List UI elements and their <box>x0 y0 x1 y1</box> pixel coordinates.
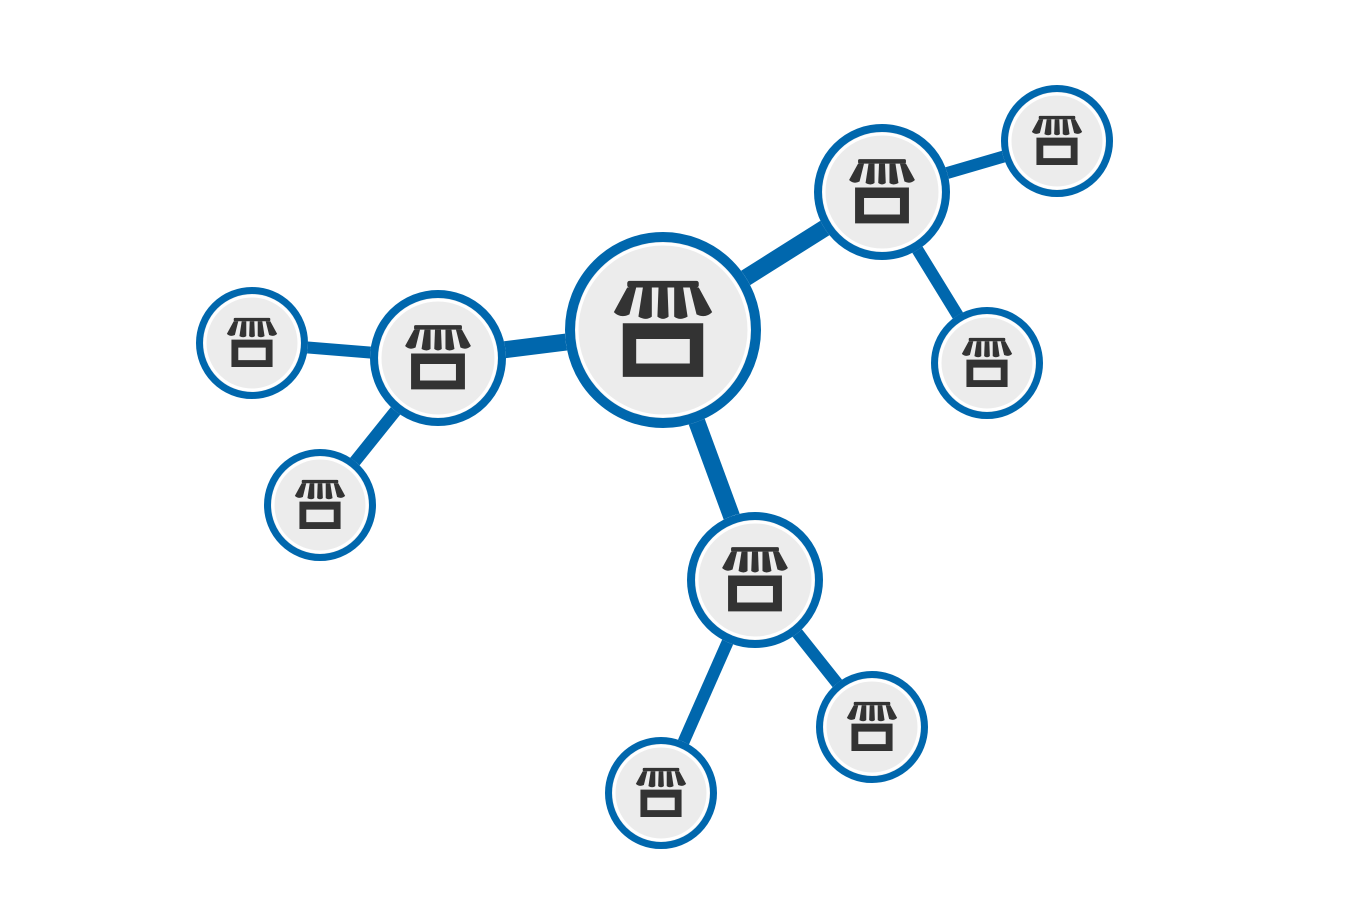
node-upper-right-lower <box>931 307 1043 419</box>
node-hub <box>565 232 761 428</box>
node-upper-right-hub <box>814 124 950 260</box>
node-left-hub <box>370 290 506 426</box>
node-upper-right-far <box>1001 85 1113 197</box>
node-left-lower <box>264 449 376 561</box>
node-lower-right <box>816 671 928 783</box>
node-lower-hub <box>687 512 823 648</box>
nodes-layer <box>196 85 1113 849</box>
node-left-far <box>196 287 308 399</box>
node-lower-left <box>605 737 717 849</box>
